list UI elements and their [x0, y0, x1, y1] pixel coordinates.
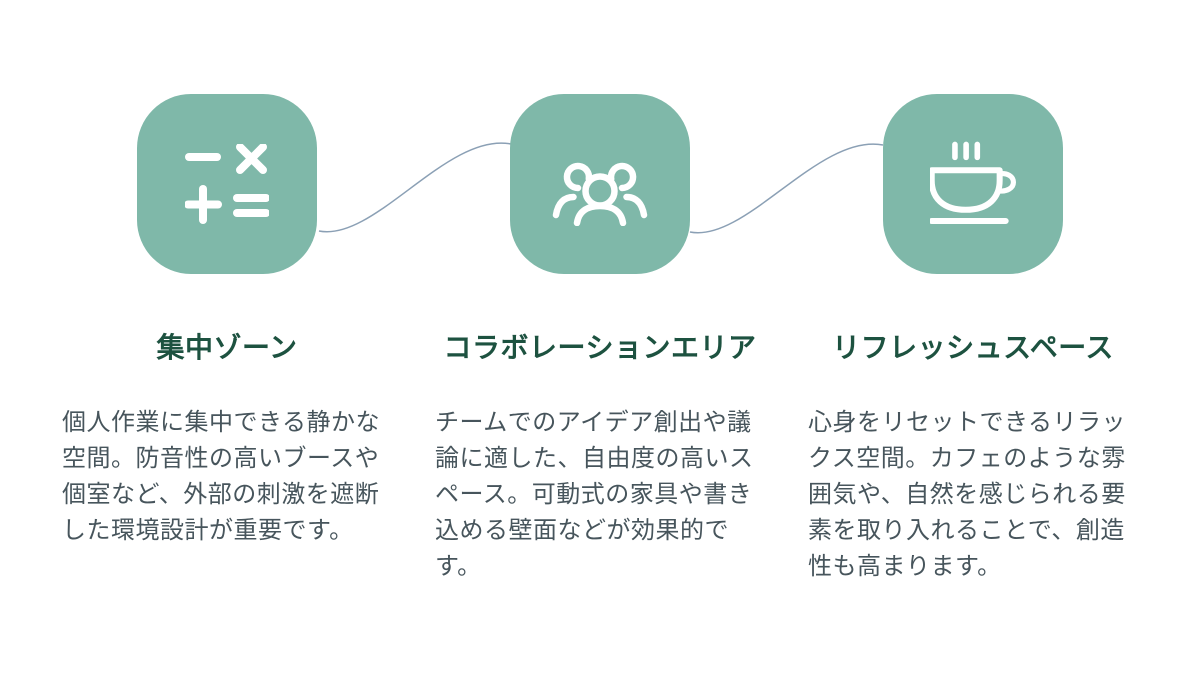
section-description: 個人作業に集中できる静かな空間。防音性の高いブースや個室など、外部の刺激を遮断し… [62, 409, 381, 544]
section-description: 心身をリセットできるリラックス空間。カフェのような雰囲気や、自然を感じられる要素… [808, 409, 1127, 580]
section-title: コラボレーションエリア [443, 332, 757, 363]
section-description: チームでのアイデア創出や議論に適した、自由度の高いスペース。可動式の家具や書き込… [435, 409, 754, 580]
refresh-space-icon-tile [883, 94, 1063, 274]
focus-zone-icon-tile [137, 94, 317, 274]
sections-row: 集中ゾーン 個人作業に集中できる静かな空間。防音性の高いブースや個室など、外部の… [62, 94, 1138, 585]
coffee-cup-icon [930, 141, 1016, 224]
users-three-icon [552, 162, 648, 226]
section-title: 集中ゾーン [156, 332, 298, 363]
section-focus-zone: 集中ゾーン 個人作業に集中できる静かな空間。防音性の高いブースや個室など、外部の… [62, 94, 392, 585]
section-collaboration-area: コラボレーションエリア チームでのアイデア創出や議論に適した、自由度の高いスペー… [435, 94, 765, 585]
section-title: リフレッシュスペース [832, 332, 1114, 363]
math-operations-icon [185, 144, 269, 224]
collaboration-area-icon-tile [510, 94, 690, 274]
section-refresh-space: リフレッシュスペース 心身をリセットできるリラックス空間。カフェのような雰囲気や… [808, 94, 1138, 585]
